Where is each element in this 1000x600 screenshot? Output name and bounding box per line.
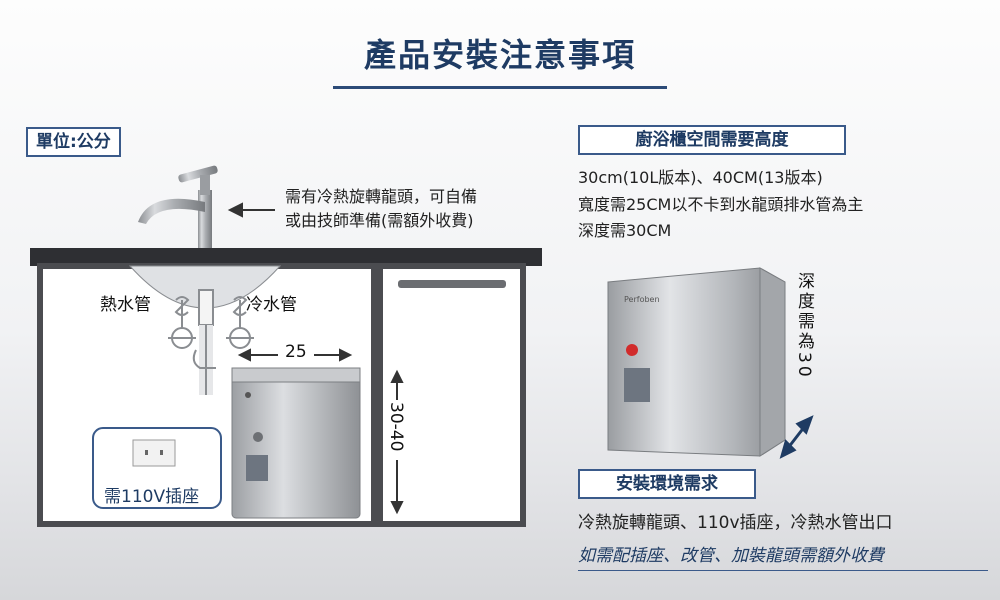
height-arrow — [390, 369, 404, 515]
faucet-note-line2: 或由技師準備(需額外收費) — [285, 211, 474, 230]
outlet-icon — [132, 439, 176, 467]
cold-pipe-label: 冷水管 — [246, 295, 297, 315]
width-arrow — [237, 348, 353, 362]
faucet-icon — [138, 165, 218, 252]
faucet-note-line1: 需有冷熱旋轉龍頭，可自備 — [285, 187, 478, 206]
svg-text:Perfoben: Perfoben — [624, 295, 660, 304]
env-underline — [578, 570, 988, 571]
pipes — [168, 289, 254, 395]
title-underline — [333, 86, 667, 89]
outlet-box — [92, 427, 222, 509]
drawer-handle — [398, 280, 506, 288]
faucet-note-arrow — [227, 202, 275, 218]
page-title: 產品安裝注意事項 — [363, 36, 636, 74]
cabinet-line3: 深度需30CM — [578, 221, 672, 240]
env-line2: 如需配插座、改管、加裝龍頭需額外收費 — [578, 546, 884, 566]
cabinet-line1: 30cm(10L版本)、40CM(13版本) — [578, 168, 823, 187]
unit-label: 單位:公分 — [26, 127, 121, 157]
depth-vertical-label: 深度需為30 — [794, 272, 814, 380]
water-heater-icon — [231, 367, 361, 519]
cabinet-illustration — [30, 165, 542, 527]
env-line1: 冷熱旋轉龍頭、110v插座，冷熱水管出口 — [578, 513, 893, 533]
outlet-label: 需110V插座 — [104, 487, 200, 507]
env-section-title: 安裝環境需求 — [578, 469, 756, 499]
product-image: Perfoben — [607, 267, 814, 459]
cabinet-right — [377, 263, 526, 527]
depth-arrow — [779, 415, 814, 459]
width-dimension-label: 25 — [285, 342, 307, 362]
cabinet-section-title: 廚浴櫃空間需要高度 — [578, 125, 846, 155]
hot-pipe-label: 熱水管 — [100, 295, 151, 315]
cabinet-line2: 寬度需25CM以不卡到水龍頭排水管為主 — [578, 195, 864, 214]
height-dimension-label: 30-40 — [386, 402, 406, 452]
countertop — [30, 248, 542, 266]
